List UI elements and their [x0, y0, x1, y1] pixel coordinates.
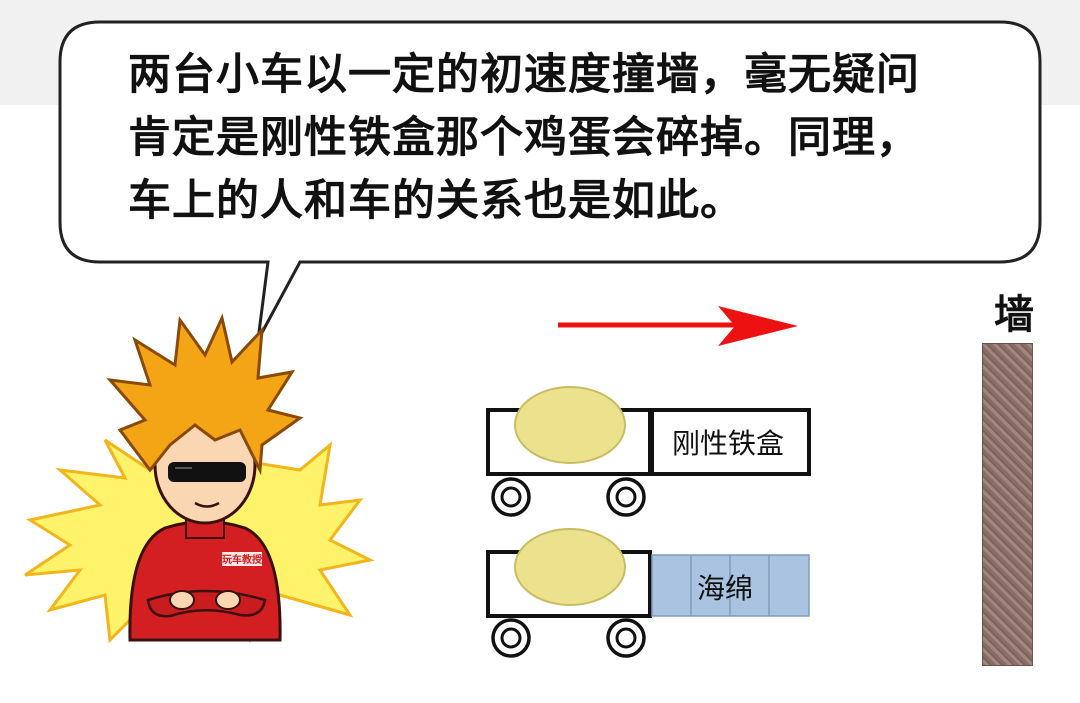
egg-icon [514, 528, 626, 606]
sponge-label: 海绵 [697, 572, 754, 605]
speech-line-1: 两台小车以一定的初速度撞墙，毫无疑问 [128, 50, 920, 100]
cart-sponge [486, 528, 810, 658]
mascot-spiky-hair [106, 313, 304, 476]
mascot-jacket [128, 520, 282, 642]
motion-arrow [558, 306, 798, 346]
rigid-iron-box [650, 408, 811, 476]
wall-label: 墙 [994, 292, 1034, 338]
jacket-logo-patch [222, 552, 262, 566]
speech-line-3: 车上的人和车的关系也是如此。 [128, 176, 744, 226]
wall-block [982, 343, 1033, 666]
wheel-hub-icon [500, 627, 522, 649]
rigid-box-label: 刚性铁盒 [672, 427, 785, 460]
wheel-hub-icon [500, 486, 522, 508]
mascot-mouth [194, 501, 220, 508]
speech-bubble-text: 两台小车以一定的初速度撞墙，毫无疑问 肯定是刚性铁盒那个鸡蛋会碎掉。同理， 车上… [128, 44, 1008, 233]
cart-rigid-box [486, 386, 811, 517]
speech-line-2: 肯定是刚性铁盒那个鸡蛋会碎掉。同理， [128, 113, 920, 163]
mascot-sunglasses [168, 462, 246, 482]
arrow-head [718, 306, 798, 346]
mascot-character: 玩车教授 [24, 313, 375, 644]
wheel-hub-icon [615, 486, 637, 508]
speech-bubble-outline [58, 20, 1042, 341]
mascot-hand-left [169, 590, 195, 610]
wheel-hub-icon [615, 627, 637, 649]
egg-icon [514, 386, 626, 464]
jacket-logo: 玩车教授 [222, 553, 263, 566]
mascot-hand-right [215, 590, 241, 610]
